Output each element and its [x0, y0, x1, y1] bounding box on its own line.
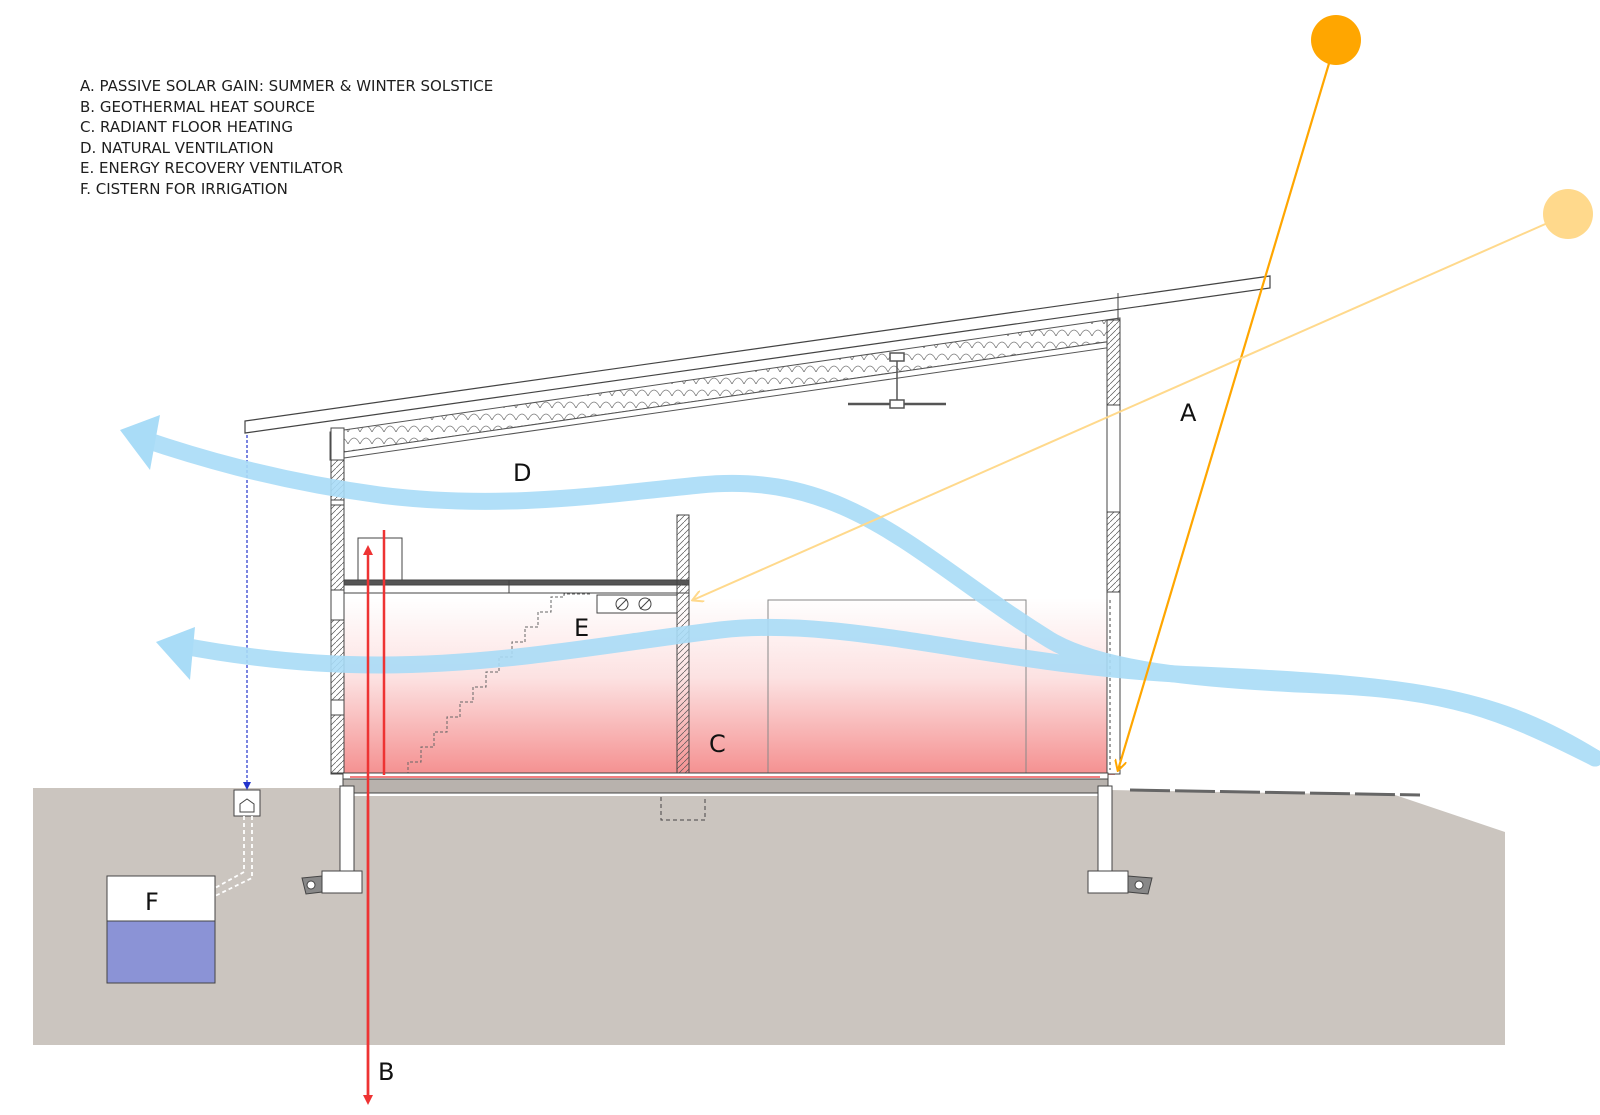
left-wall — [330, 427, 345, 775]
legend-item-c: C. RADIANT FLOOR HEATING — [80, 118, 294, 136]
legend-item-a: A. PASSIVE SOLAR GAIN: SUMMER & WINTER S… — [80, 77, 494, 95]
erv-unit — [596, 594, 678, 614]
catch-basin — [233, 789, 261, 817]
legend-item-f: F. CISTERN FOR IRRIGATION — [80, 179, 288, 198]
label-c: C — [709, 730, 726, 758]
label-a: A — [1180, 399, 1197, 427]
grade-pavers — [1129, 788, 1421, 797]
winter-sun-ray — [693, 213, 1569, 600]
sun-icon — [1311, 15, 1361, 65]
airflow-arrowhead-lower — [156, 627, 195, 680]
loft — [343, 514, 690, 776]
floor-slab — [342, 772, 1109, 821]
label-f: F — [145, 888, 159, 916]
ground — [33, 788, 1505, 1045]
summer-sun-ray — [1118, 39, 1338, 770]
legend-item-d: D. NATURAL VENTILATION — [80, 138, 274, 157]
pier-left — [301, 785, 363, 895]
pier-right — [1087, 785, 1153, 895]
ventilation-airflow — [131, 429, 1600, 767]
label-e: E — [574, 614, 589, 642]
legend-item-e: E. ENERGY RECOVERY VENTILATOR — [80, 159, 344, 177]
legend-item-b: B. GEOTHERMAL HEAT SOURCE — [80, 97, 316, 116]
legend: A. PASSIVE SOLAR GAIN: SUMMER & WINTER S… — [80, 76, 493, 199]
sun-icon — [1543, 189, 1593, 239]
label-d: D — [513, 459, 531, 487]
ceiling-fan-icon — [848, 352, 946, 409]
stairs — [407, 593, 590, 775]
right-wall — [1106, 319, 1121, 775]
cistern-pipe — [214, 816, 253, 897]
cistern — [106, 875, 216, 984]
label-b: B — [378, 1058, 394, 1086]
airflow-arrowhead-upper — [120, 415, 160, 470]
